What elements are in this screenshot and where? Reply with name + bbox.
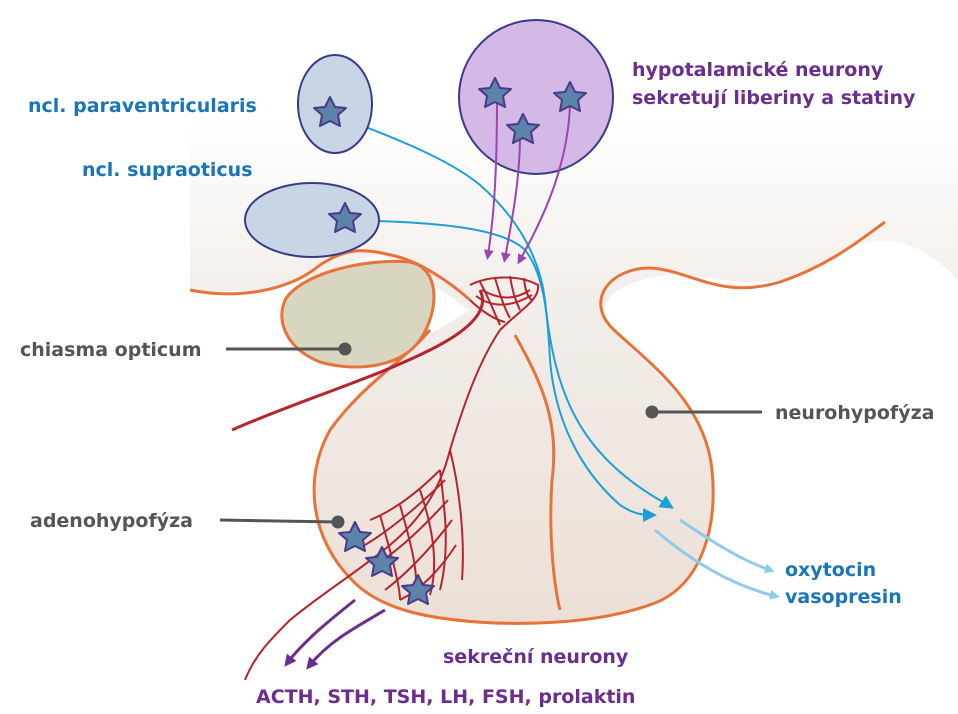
label-hypothalamic-neurons-line2: sekretují liberiny a statiny	[632, 87, 916, 109]
label-vasopresin: vasopresin	[785, 586, 902, 608]
label-hypothalamic-neurons-line1: hypotalamické neurony	[632, 59, 884, 81]
label-oxytocin: oxytocin	[785, 559, 876, 581]
label-paraventricularis: ncl. paraventricularis	[28, 95, 257, 117]
label-secretory-neurons: sekreční neurony	[443, 646, 629, 668]
label-adenohypophysis: adenohypofýza	[30, 510, 193, 532]
supraoptic-nucleus	[245, 183, 379, 257]
label-supraoticus: ncl. supraoticus	[82, 159, 253, 181]
label-neurohypophysis: neurohypofýza	[775, 402, 934, 424]
paraventricular-nucleus	[298, 55, 372, 153]
hypothalamic-neurons-cluster	[459, 20, 613, 174]
label-tropic-hormones: ACTH, STH, TSH, LH, FSH, prolaktin	[256, 686, 635, 708]
label-chiasma-opticum: chiasma opticum	[20, 339, 202, 361]
